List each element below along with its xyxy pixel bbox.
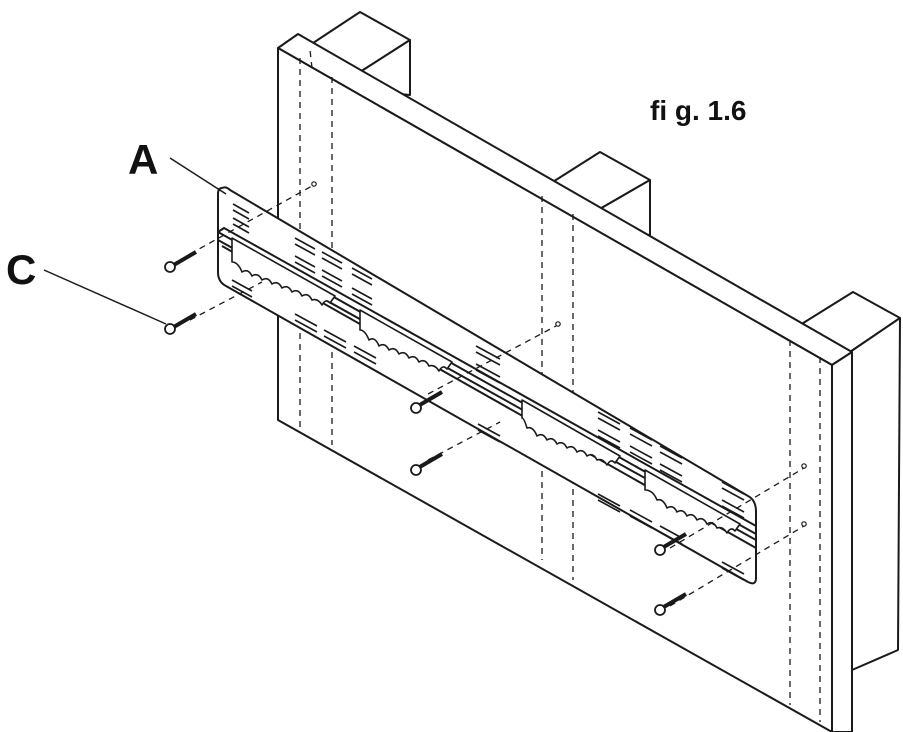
- hook-strip-2: [359, 309, 453, 372]
- plate-hook-strips: [231, 237, 741, 534]
- screw-paths: [189, 185, 805, 607]
- plate-slot-group-bottom: [231, 279, 745, 581]
- leader-line-a: [169, 157, 227, 195]
- plate-slots: [231, 203, 745, 581]
- screw-5: [654, 532, 688, 556]
- wall-board: [277, 33, 853, 732]
- leader-lines: [43, 157, 227, 325]
- hook-strip-1: [231, 237, 336, 306]
- screw-4: [410, 452, 444, 476]
- label-c: C: [6, 246, 36, 293]
- pilot-holes: [311, 181, 807, 527]
- screw-6: [654, 592, 688, 616]
- plate-slot-group-top-left: [232, 203, 373, 306]
- leader-line-c: [43, 269, 167, 325]
- hook-strip-3: [521, 399, 621, 466]
- screw-3: [410, 390, 444, 414]
- wall-stud-right: [799, 291, 901, 671]
- figure-caption: fi g. 1.6: [650, 95, 746, 126]
- screws: [164, 250, 688, 616]
- hook-strip-4: [644, 469, 741, 534]
- screw-2: [164, 312, 198, 335]
- screw-1: [164, 250, 198, 273]
- label-a: A: [128, 136, 158, 183]
- plate-slot-group-top-right: [597, 411, 745, 519]
